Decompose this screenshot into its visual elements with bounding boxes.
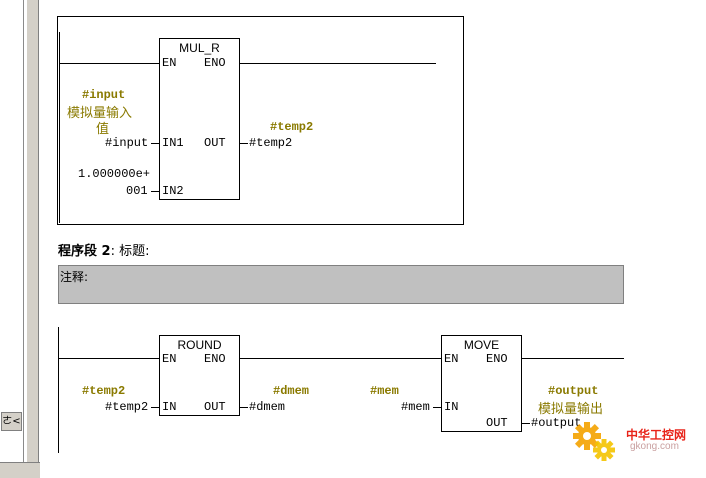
constant-value-cont[interactable]: 001 xyxy=(126,184,148,198)
pin-wire xyxy=(521,423,530,424)
input-operand[interactable]: #input xyxy=(105,136,149,150)
temp2-symbol-label: #temp2 xyxy=(82,384,126,398)
dmem-operand[interactable]: #dmem xyxy=(249,400,286,414)
network-comment-box[interactable]: 注释: xyxy=(58,265,624,304)
temp2-operand[interactable]: #temp2 xyxy=(249,136,293,150)
pin-wire xyxy=(433,407,442,408)
network2-header[interactable]: 程序段 2: 标题: xyxy=(58,240,149,259)
block-title: MUL_R xyxy=(179,41,220,55)
rung-wire xyxy=(59,63,160,64)
gear-icon xyxy=(573,422,615,461)
pin-in2: IN2 xyxy=(162,184,184,198)
network1-frame[interactable] xyxy=(57,16,464,225)
pin-in: IN xyxy=(162,400,177,414)
comment-label: 注释: xyxy=(60,270,89,284)
block-title: ROUND xyxy=(177,338,222,352)
pin-out: OUT xyxy=(204,400,226,414)
pin-out: OUT xyxy=(204,136,226,150)
mul-r-block[interactable]: MUL_R EN ENO IN1 OUT IN2 xyxy=(159,38,240,200)
temp2-operand[interactable]: #temp2 xyxy=(105,400,149,414)
pin-out: OUT xyxy=(486,416,508,430)
constant-value[interactable]: 1.000000e+ xyxy=(78,167,151,181)
temp2-symbol-label: #temp2 xyxy=(270,120,314,134)
pane-splitter[interactable] xyxy=(26,0,39,462)
watermark-url: gkong.com xyxy=(630,441,679,452)
input-symbol-label: #input xyxy=(82,88,126,102)
pin-wire xyxy=(239,143,248,144)
output-symbol-label: #output xyxy=(548,384,599,398)
rung-wire xyxy=(239,63,436,64)
network-title: : 标题: xyxy=(110,244,150,259)
left-status-strip xyxy=(0,462,40,478)
scroll-left-button[interactable]: ㄜ< xyxy=(1,412,22,431)
power-rail-left xyxy=(59,32,60,223)
pin-wire xyxy=(239,407,248,408)
pin-wire xyxy=(151,143,160,144)
power-rail-left xyxy=(58,327,59,453)
rung-wire xyxy=(58,358,160,359)
input-comment-2: 值 xyxy=(96,122,110,137)
watermark-title: 中华工控网 xyxy=(626,428,687,442)
pin-in: IN xyxy=(444,400,459,414)
network-number: 程序段 2 xyxy=(58,244,111,259)
pin-wire xyxy=(151,407,160,408)
block-title: MOVE xyxy=(463,338,500,352)
pin-wire xyxy=(151,191,160,192)
pin-eno: ENO xyxy=(204,56,226,70)
gkong-watermark: 中华工控网 gkong.com xyxy=(570,416,706,466)
pin-eno: ENO xyxy=(486,352,508,366)
dmem-symbol-label: #dmem xyxy=(273,384,310,398)
output-operand[interactable]: #output xyxy=(531,416,582,430)
move-block[interactable]: MOVE EN ENO IN OUT xyxy=(441,335,522,432)
left-tree-pane[interactable] xyxy=(0,0,24,462)
input-comment: 模拟量输入 xyxy=(67,106,133,121)
pin-eno: ENO xyxy=(204,352,226,366)
pin-in1: IN1 xyxy=(162,136,184,150)
mem-operand[interactable]: #mem xyxy=(401,400,430,414)
rung-wire xyxy=(239,358,442,359)
mem-symbol-label: #mem xyxy=(370,384,399,398)
pin-en: EN xyxy=(444,352,459,366)
rung-wire xyxy=(521,358,624,359)
pin-en: EN xyxy=(162,56,177,70)
output-comment: 模拟量输出 xyxy=(538,402,604,417)
round-block[interactable]: ROUND EN ENO IN OUT xyxy=(159,335,240,416)
pin-en: EN xyxy=(162,352,177,366)
